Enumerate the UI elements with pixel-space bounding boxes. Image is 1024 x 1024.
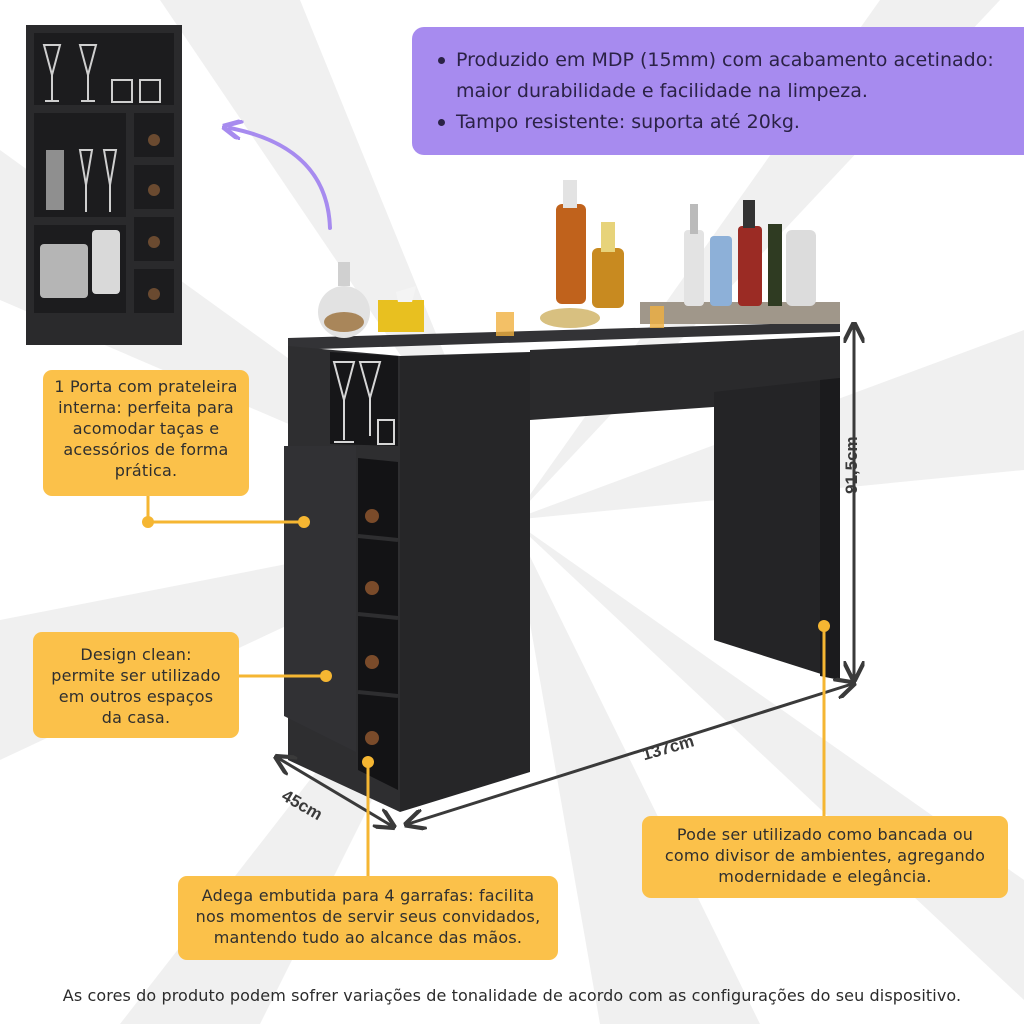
wine-rack-callout: Adega embutida para 4 garrafas: facilita… xyxy=(178,876,558,960)
callout-leader-dots xyxy=(142,516,830,768)
callout-line: Pode ser utilizado como bancada ou xyxy=(676,825,974,844)
dimension-arrow-icon xyxy=(278,326,854,826)
color-disclaimer-text: As cores do produto podem sofrer variaçõ… xyxy=(62,986,962,1005)
callout-line: Design clean: xyxy=(80,645,192,664)
callout-line: prática. xyxy=(114,461,178,480)
curved-arrow-icon xyxy=(230,128,332,230)
callout-line: 1 Porta com prateleira xyxy=(54,377,238,396)
door-callout: 1 Porta com prateleira interna: perfeita… xyxy=(43,370,249,496)
callout-line: permite ser utilizado xyxy=(51,666,221,685)
counter-callout: Pode ser utilizado como bancada ou como … xyxy=(642,816,1008,898)
tabletop-items-illustration xyxy=(318,180,840,338)
callout-line: em outros espaços xyxy=(58,687,214,706)
callout-line: interna: perfeita para xyxy=(58,398,234,417)
callout-line: da casa. xyxy=(101,708,171,727)
callout-line: modernidade e elegância. xyxy=(718,867,932,886)
bar-table-illustration xyxy=(284,322,840,812)
feature-bullet: Produzido em MDP (15mm) com acabamento a… xyxy=(436,45,1004,107)
callout-line: nos momentos de servir seus convidados, xyxy=(195,907,541,926)
callout-line: acomodar taças e xyxy=(72,419,220,438)
cabinet-inset-illustration xyxy=(26,25,182,345)
callout-line: como divisor de ambientes, agregando xyxy=(664,846,986,865)
feature-text-line: Tampo resistente: suporta até 20kg. xyxy=(456,111,800,133)
callout-line: acessórios de forma xyxy=(63,440,229,459)
feature-text-line: maior durabilidade e facilidade na limpe… xyxy=(456,80,868,102)
callout-leader-lines xyxy=(146,496,826,878)
callout-line: mantendo tudo ao alcance das mãos. xyxy=(213,928,523,947)
feature-text-line: Produzido em MDP (15mm) com acabamento a… xyxy=(456,49,994,71)
feature-bullet: Tampo resistente: suporta até 20kg. xyxy=(436,107,1004,138)
design-callout: Design clean: permite ser utilizado em o… xyxy=(33,632,239,738)
callout-line: Adega embutida para 4 garrafas: facilita xyxy=(201,886,535,905)
features-info-box: Produzido em MDP (15mm) com acabamento a… xyxy=(412,27,1024,155)
height-dimension-label: 91,5cm xyxy=(842,436,861,494)
